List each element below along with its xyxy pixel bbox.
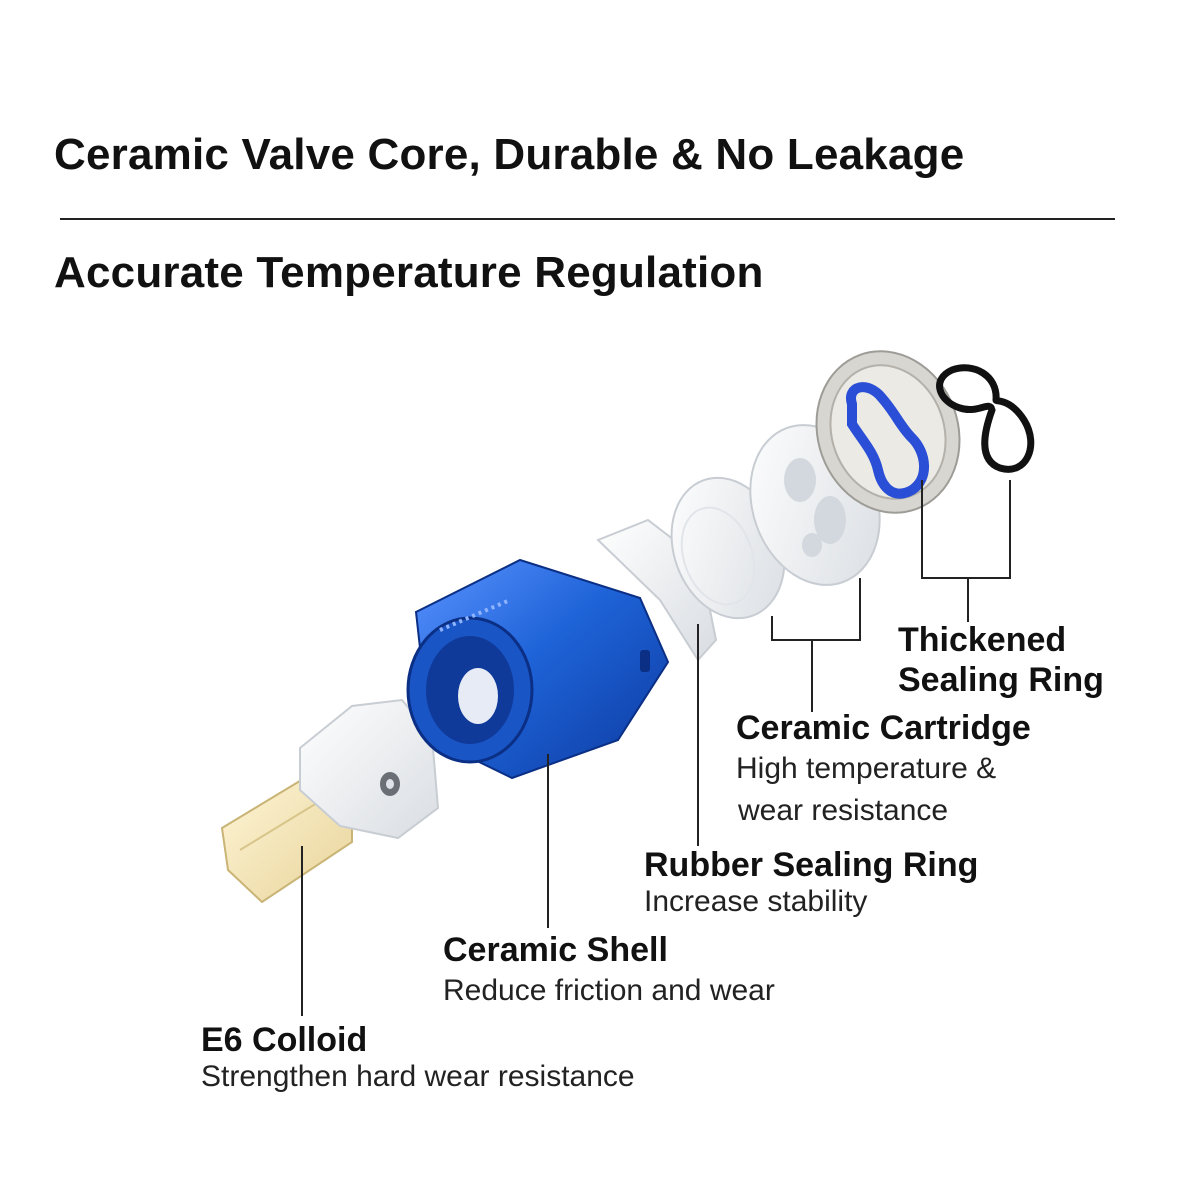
colloid-title: E6 Colloid bbox=[201, 1021, 368, 1059]
spindle-housing-part bbox=[299, 698, 440, 840]
shell-title: Ceramic Shell bbox=[443, 931, 668, 969]
cartridge-desc-line1: High temperature & bbox=[736, 752, 997, 785]
shell-desc: Reduce friction and wear bbox=[443, 974, 775, 1007]
label-sealing-ring: Thickened Sealing Ring bbox=[898, 620, 1104, 700]
rubber-ring-title: Rubber Sealing Ring bbox=[644, 846, 979, 884]
rubber-ring-desc: Increase stability bbox=[644, 885, 868, 918]
cartridge-title: Ceramic Cartridge bbox=[736, 709, 1031, 747]
ceramic-shell-part bbox=[406, 558, 670, 780]
cartridge-cap-part bbox=[815, 350, 961, 514]
divider-line bbox=[60, 218, 1115, 220]
headline-title: Ceramic Valve Core, Durable & No Leakage bbox=[54, 130, 965, 179]
thickened-sealing-ring-part bbox=[936, 364, 1035, 473]
cartridge-desc-line2: wear resistance bbox=[738, 794, 949, 827]
headline-subtitle: Accurate Temperature Regulation bbox=[54, 248, 764, 297]
sealing-ring-title-line1: Thickened bbox=[898, 621, 1067, 659]
sealing-ring-title-line2: Sealing Ring bbox=[898, 661, 1104, 699]
label-e6-colloid: E6 Colloid Strengthen hard wear resistan… bbox=[201, 1020, 635, 1094]
leader-lines bbox=[301, 480, 1011, 1016]
label-ceramic-cartridge: Ceramic Cartridge High temperature & wea… bbox=[736, 708, 1031, 832]
label-rubber-sealing-ring: Rubber Sealing Ring Increase stability bbox=[644, 845, 978, 919]
colloid-desc: Strengthen hard wear resistance bbox=[201, 1060, 635, 1093]
label-ceramic-shell: Ceramic Shell Reduce friction and wear bbox=[443, 930, 775, 1012]
